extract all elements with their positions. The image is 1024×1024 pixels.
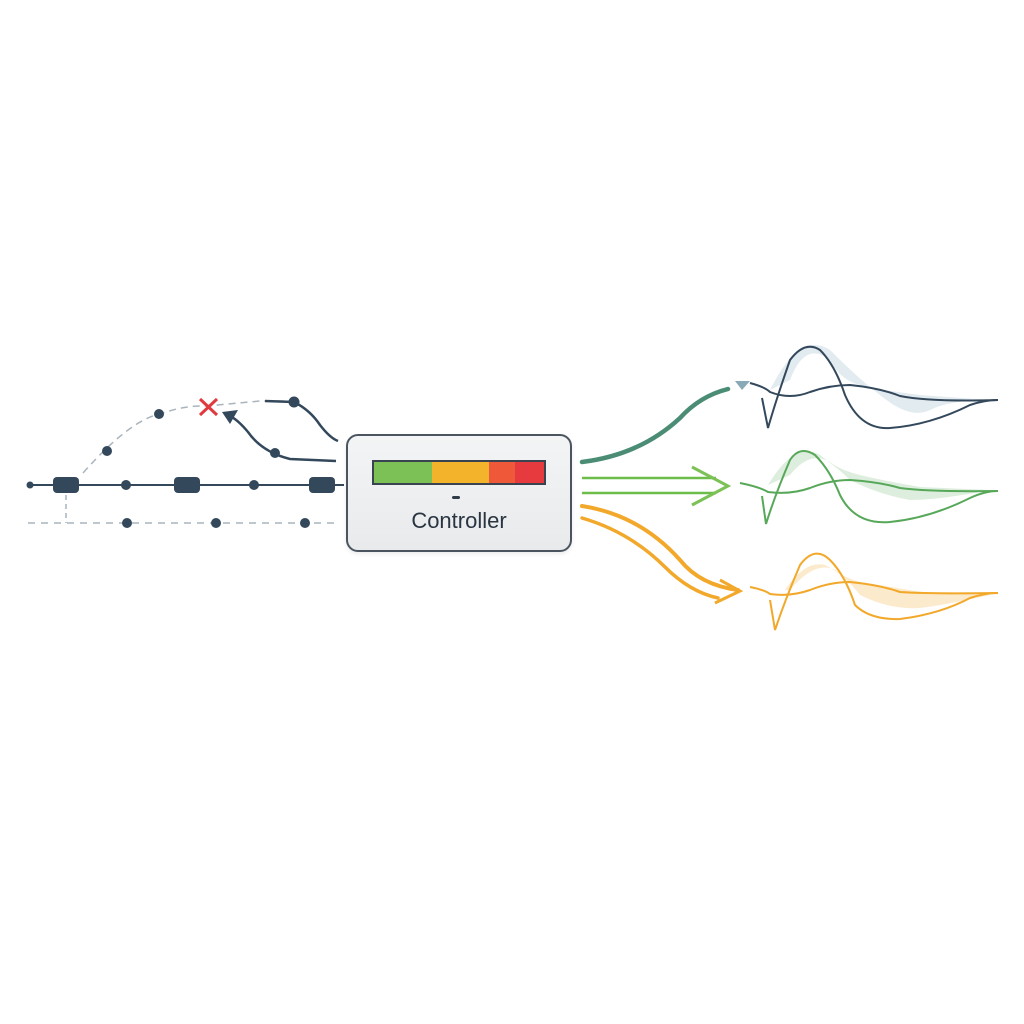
feedback-curve: [264, 399, 339, 443]
node: [121, 480, 131, 490]
node: [300, 518, 310, 528]
meter-segment-high: [489, 462, 515, 483]
node: [270, 448, 280, 458]
dashed-trajectory: [82, 400, 290, 474]
meter-segment-critical: [515, 462, 544, 483]
node: [288, 396, 300, 408]
block-node: [53, 477, 79, 493]
input-network: [26, 396, 344, 528]
arrowhead-icon: [691, 465, 732, 507]
output-arrow-3b: [580, 516, 720, 600]
node: [249, 480, 259, 490]
node: [122, 518, 132, 528]
damped-response-2: [739, 450, 999, 525]
output-arrow-1: [579, 386, 731, 465]
controller-box: Controller: [346, 434, 572, 552]
meter-indicator: [452, 496, 460, 499]
output-arrow-3a: [580, 504, 740, 592]
controller-label: Controller: [411, 508, 507, 533]
block-node: [309, 477, 335, 493]
meter-segment-mid: [432, 462, 489, 483]
level-meter: [372, 460, 546, 485]
node: [154, 409, 164, 419]
output-arrows: [579, 381, 750, 605]
error-x-icon: [198, 397, 219, 417]
damped-response-1: [749, 345, 999, 430]
node: [211, 518, 221, 528]
node: [26, 481, 34, 489]
node: [102, 446, 112, 456]
arrowhead-icon: [735, 381, 750, 390]
correction-arrow: [229, 414, 337, 463]
block-node: [174, 477, 200, 493]
arrowhead-icon: [714, 578, 744, 605]
meter-segment-low: [374, 462, 432, 483]
damped-response-3: [749, 552, 999, 631]
arrowhead-icon: [222, 410, 238, 424]
